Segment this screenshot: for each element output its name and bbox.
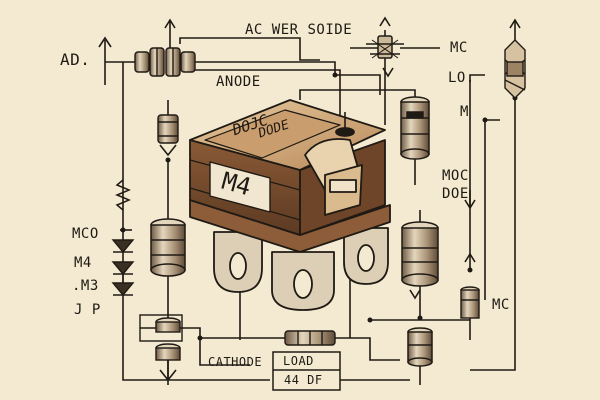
- wire: [122, 62, 180, 381]
- up-arrow-icon: [379, 16, 391, 27]
- junction-dot: [467, 267, 473, 273]
- wire: [484, 119, 500, 300]
- up-arrow-icon: [98, 36, 112, 48]
- label-lo: LO.: [448, 70, 475, 86]
- label-m4-left: M4: [74, 255, 92, 271]
- diode-stack-left: [111, 239, 135, 297]
- junction-dot: [120, 227, 126, 233]
- wire: [470, 98, 516, 371]
- label-moc: MOC: [442, 168, 469, 184]
- load-box: [272, 351, 341, 391]
- label-mc-top: MC: [450, 40, 468, 56]
- wire: [195, 69, 341, 120]
- down-arrow-icon: [409, 289, 421, 300]
- resistor-stack-right: [400, 96, 430, 160]
- down-arrow-icon: [159, 360, 177, 382]
- label-m3: .M3: [72, 278, 99, 294]
- resistor-bottom: [284, 330, 336, 346]
- down-arrow-icon: [464, 190, 476, 210]
- diode-chip: [189, 99, 391, 311]
- label-cathode: CATHODE: [208, 355, 263, 369]
- up-arrow-icon: [509, 18, 521, 29]
- junction-dot: [332, 72, 338, 78]
- label-ac-wer-soide: AC WER SOIDE: [245, 22, 353, 38]
- junction-dot: [367, 317, 373, 323]
- label-ad: AD.: [60, 50, 91, 69]
- junction-dot: [165, 157, 171, 163]
- wire: [469, 74, 485, 270]
- label-m: M: [460, 104, 469, 120]
- capacitor-left-bottom: [139, 314, 183, 361]
- up-arrow-icon: [464, 252, 476, 263]
- cylinder-right: [401, 221, 439, 287]
- label-mco: MCO: [72, 226, 99, 242]
- resistor-top: [134, 47, 196, 77]
- label-load-value: 44 DF: [284, 373, 323, 387]
- capacitor-left-top: [157, 114, 179, 144]
- down-arrow-icon: [382, 67, 394, 78]
- cylinder-left: [150, 218, 186, 277]
- label-load: LOAD: [283, 354, 314, 368]
- wire: [299, 89, 416, 105]
- junction-dot: [417, 315, 423, 321]
- wire: [335, 337, 400, 361]
- crystal-component: [366, 35, 404, 59]
- cylinder-bottom-right: [407, 327, 433, 367]
- capacitor-right: [460, 286, 480, 319]
- label-doe: DOE: [442, 186, 469, 202]
- junction-dot: [197, 335, 203, 341]
- down-arrow-icon: [159, 144, 177, 157]
- inductor-spring: [115, 179, 131, 211]
- label-anode: ANODE: [216, 74, 261, 90]
- inductor-top-right: [504, 39, 526, 99]
- wire: [179, 37, 320, 61]
- wire: [164, 18, 176, 52]
- junction-dot: [482, 117, 488, 123]
- label-jp: J P: [74, 302, 101, 318]
- wire: [335, 74, 381, 95]
- label-mc-right: MC: [492, 297, 510, 313]
